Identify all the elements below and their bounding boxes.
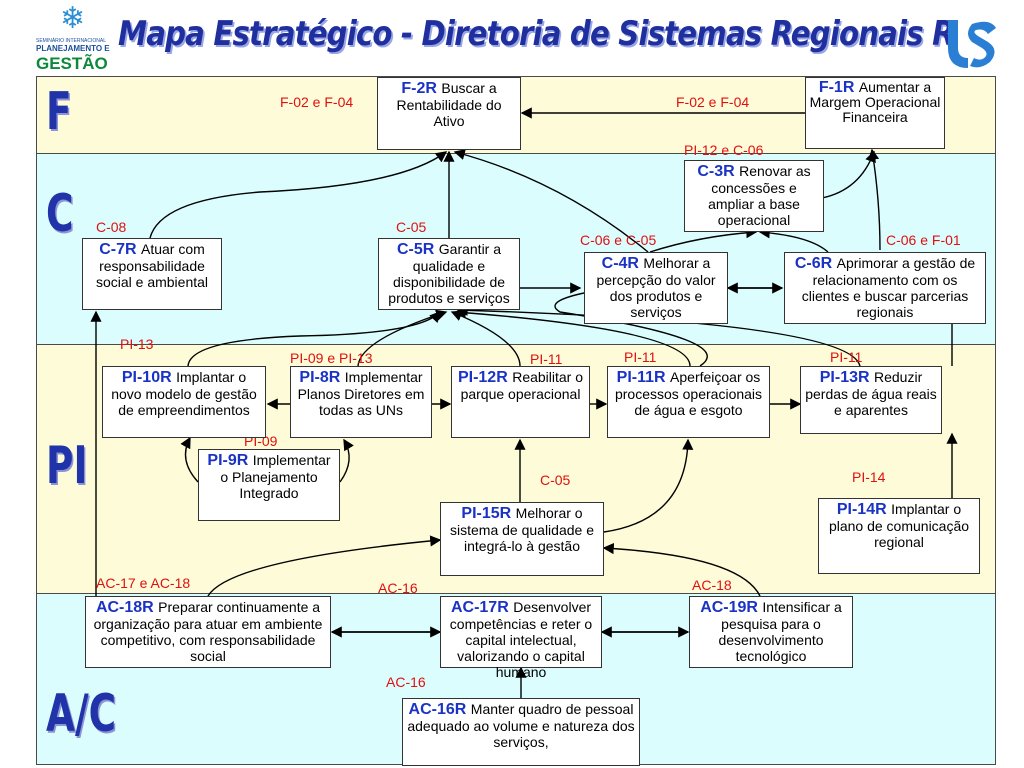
ref-label: AC-17 e AC-18 [96,575,191,591]
objective-text: Desenvolver competências e reter o capit… [449,599,593,680]
objective-ac18r[interactable]: AC-18R Preparar continuamente a organiza… [85,596,331,668]
ref-label: F-02 e F-04 [676,94,750,110]
objective-text: Aumentar a Margem Operacional Financeira [809,79,941,125]
objective-text: Buscar a Rentabilidade do Ativo [396,80,502,129]
objective-code: PI-10R [121,369,177,386]
objective-c7r[interactable]: C-7R Atuar com responsabilidade social e… [82,238,222,310]
objective-pi9r[interactable]: PI-9R Implementar o Planejamento Integra… [198,449,340,521]
objective-code: F-1R [818,79,859,96]
logo-line1: SEMINÁRIO INTERNACIONAL [36,38,107,44]
ref-label: PI-12 e C-06 [684,142,764,158]
ref-label: PI-09 e PI-13 [290,350,373,366]
objective-pi12r[interactable]: PI-12R Reabilitar o parque operacional [451,366,590,438]
logo-line3: GESTÃO [36,54,108,73]
objective-c3r[interactable]: C-3R Renovar as concessões e ampliar a b… [684,160,824,232]
ref-label: C-05 [396,219,427,235]
objective-text: Reduzir perdas de água reais e aparentes [805,369,937,418]
objective-f1r[interactable]: F-1R Aumentar a Margem Operacional Finan… [805,77,945,149]
ref-label: PI-11 [624,349,657,365]
perspective-ac-label: A/C [46,684,117,744]
objective-text: Aprimorar a gestão de relacionamento com… [801,255,976,320]
objective-code: PI-9R [207,452,253,469]
objective-code: PI-12R [457,369,513,386]
objective-pi15r[interactable]: PI-15R Melhorar o sistema de qualidade e… [440,502,604,576]
objective-ac19r[interactable]: AC-19R Intensificar a pesquisa para o de… [689,596,853,668]
ref-label: C-05 [540,472,571,488]
objective-text: Aperfeiçoar os processos operacionais de… [614,369,763,418]
objective-code: C-7R [99,241,141,258]
objective-c4r[interactable]: C-4R Melhorar a percepção do valor dos p… [584,252,728,324]
objective-text: Manter quadro de pessoal adequado ao vol… [407,701,635,750]
objective-code: C-6R [794,255,837,272]
objective-pi8r[interactable]: PI-8R Implementar Planos Diretores em to… [290,366,432,438]
objective-code: F-2R [401,80,442,97]
ref-label: C-08 [96,219,127,235]
objective-code: C-3R [697,163,740,180]
objective-f2r[interactable]: F-2R Buscar a Rentabilidade do Ativo [377,77,521,150]
snowflake-icon: ❄ [60,2,86,35]
logo-line2: PLANEJAMENTO E [36,44,110,53]
ref-label: PI-11 [530,351,563,367]
ref-label: AC-18 [692,577,732,593]
ref-label: AC-16 [386,674,426,690]
objective-code: AC-16R [408,701,471,718]
ref-label: AC-16 [378,580,418,596]
objective-text: Renovar as concessões e ampliar a base o… [708,163,811,228]
perspective-f-label: F [46,82,72,142]
us-logo-icon [944,14,1000,74]
objective-code: PI-8R [299,369,345,386]
objective-code: PI-15R [461,505,516,522]
objective-code: AC-18R [95,599,159,616]
objective-text: Melhorar a percepção do valor dos produt… [596,255,716,320]
objective-text: Implantar o novo modelo de gestão de emp… [111,369,257,418]
objective-code: AC-17R [450,599,514,616]
objective-code: C-4R [601,255,644,272]
objective-pi10r[interactable]: PI-10R Implantar o novo modelo de gestão… [102,366,266,438]
objective-text: Melhorar o sistema de qualidade e integr… [450,505,594,554]
ref-label: PI-13 [120,336,154,352]
ref-label: PI-11 [830,349,863,365]
objective-text: Implantar o plano de comunicação regiona… [828,501,970,550]
event-logo: ❄ SEMINÁRIO INTERNACIONAL PLANEJAMENTO E… [36,4,116,74]
objective-code: PI-14R [836,501,892,518]
objective-c5r[interactable]: C-5R Garantir a qualidade e disponibilid… [378,238,520,310]
objective-pi13r[interactable]: PI-13R Reduzir perdas de água reais e ap… [800,366,942,434]
objective-text: Preparar continuamente a organização par… [93,599,323,664]
objective-code: AC-19R [700,599,763,616]
objective-pi11r[interactable]: PI-11R Aperfeiçoar os processos operacio… [607,366,770,438]
objective-text: Reabilitar o parque operacional [460,369,584,402]
objective-ac17r[interactable]: AC-17R Desenvolver competências e reter … [440,596,602,680]
objective-text: Atuar com responsabilidade social e ambi… [95,241,209,290]
page-title: Mapa Estratégico - Diretoria de Sistemas… [118,14,955,54]
objective-text: Implementar Planos Diretores em todas as… [297,369,425,418]
ref-label: C-06 e C-05 [580,232,657,248]
perspective-pi-label: PI [46,436,88,496]
perspective-c-label: C [46,184,74,244]
objective-code: PI-13R [819,369,874,386]
ref-label: F-02 e F-04 [280,94,354,110]
objective-code: C-5R [396,241,439,258]
objective-pi14r[interactable]: PI-14R Implantar o plano de comunicação … [818,498,980,574]
objective-text: Implementar o Planejamento Integrado [220,452,331,501]
objective-text: Intensificar a pesquisa para o desenvolv… [718,599,842,664]
objective-code: PI-11R [616,369,671,386]
objective-ac16r[interactable]: AC-16R Manter quadro de pessoal adequado… [402,698,640,766]
ref-label: PI-14 [852,469,886,485]
objective-c6r[interactable]: C-6R Aprimorar a gestão de relacionament… [784,252,986,324]
ref-label: C-06 e F-01 [886,232,961,248]
objective-text: Garantir a qualidade e disponibilidade d… [388,241,510,306]
